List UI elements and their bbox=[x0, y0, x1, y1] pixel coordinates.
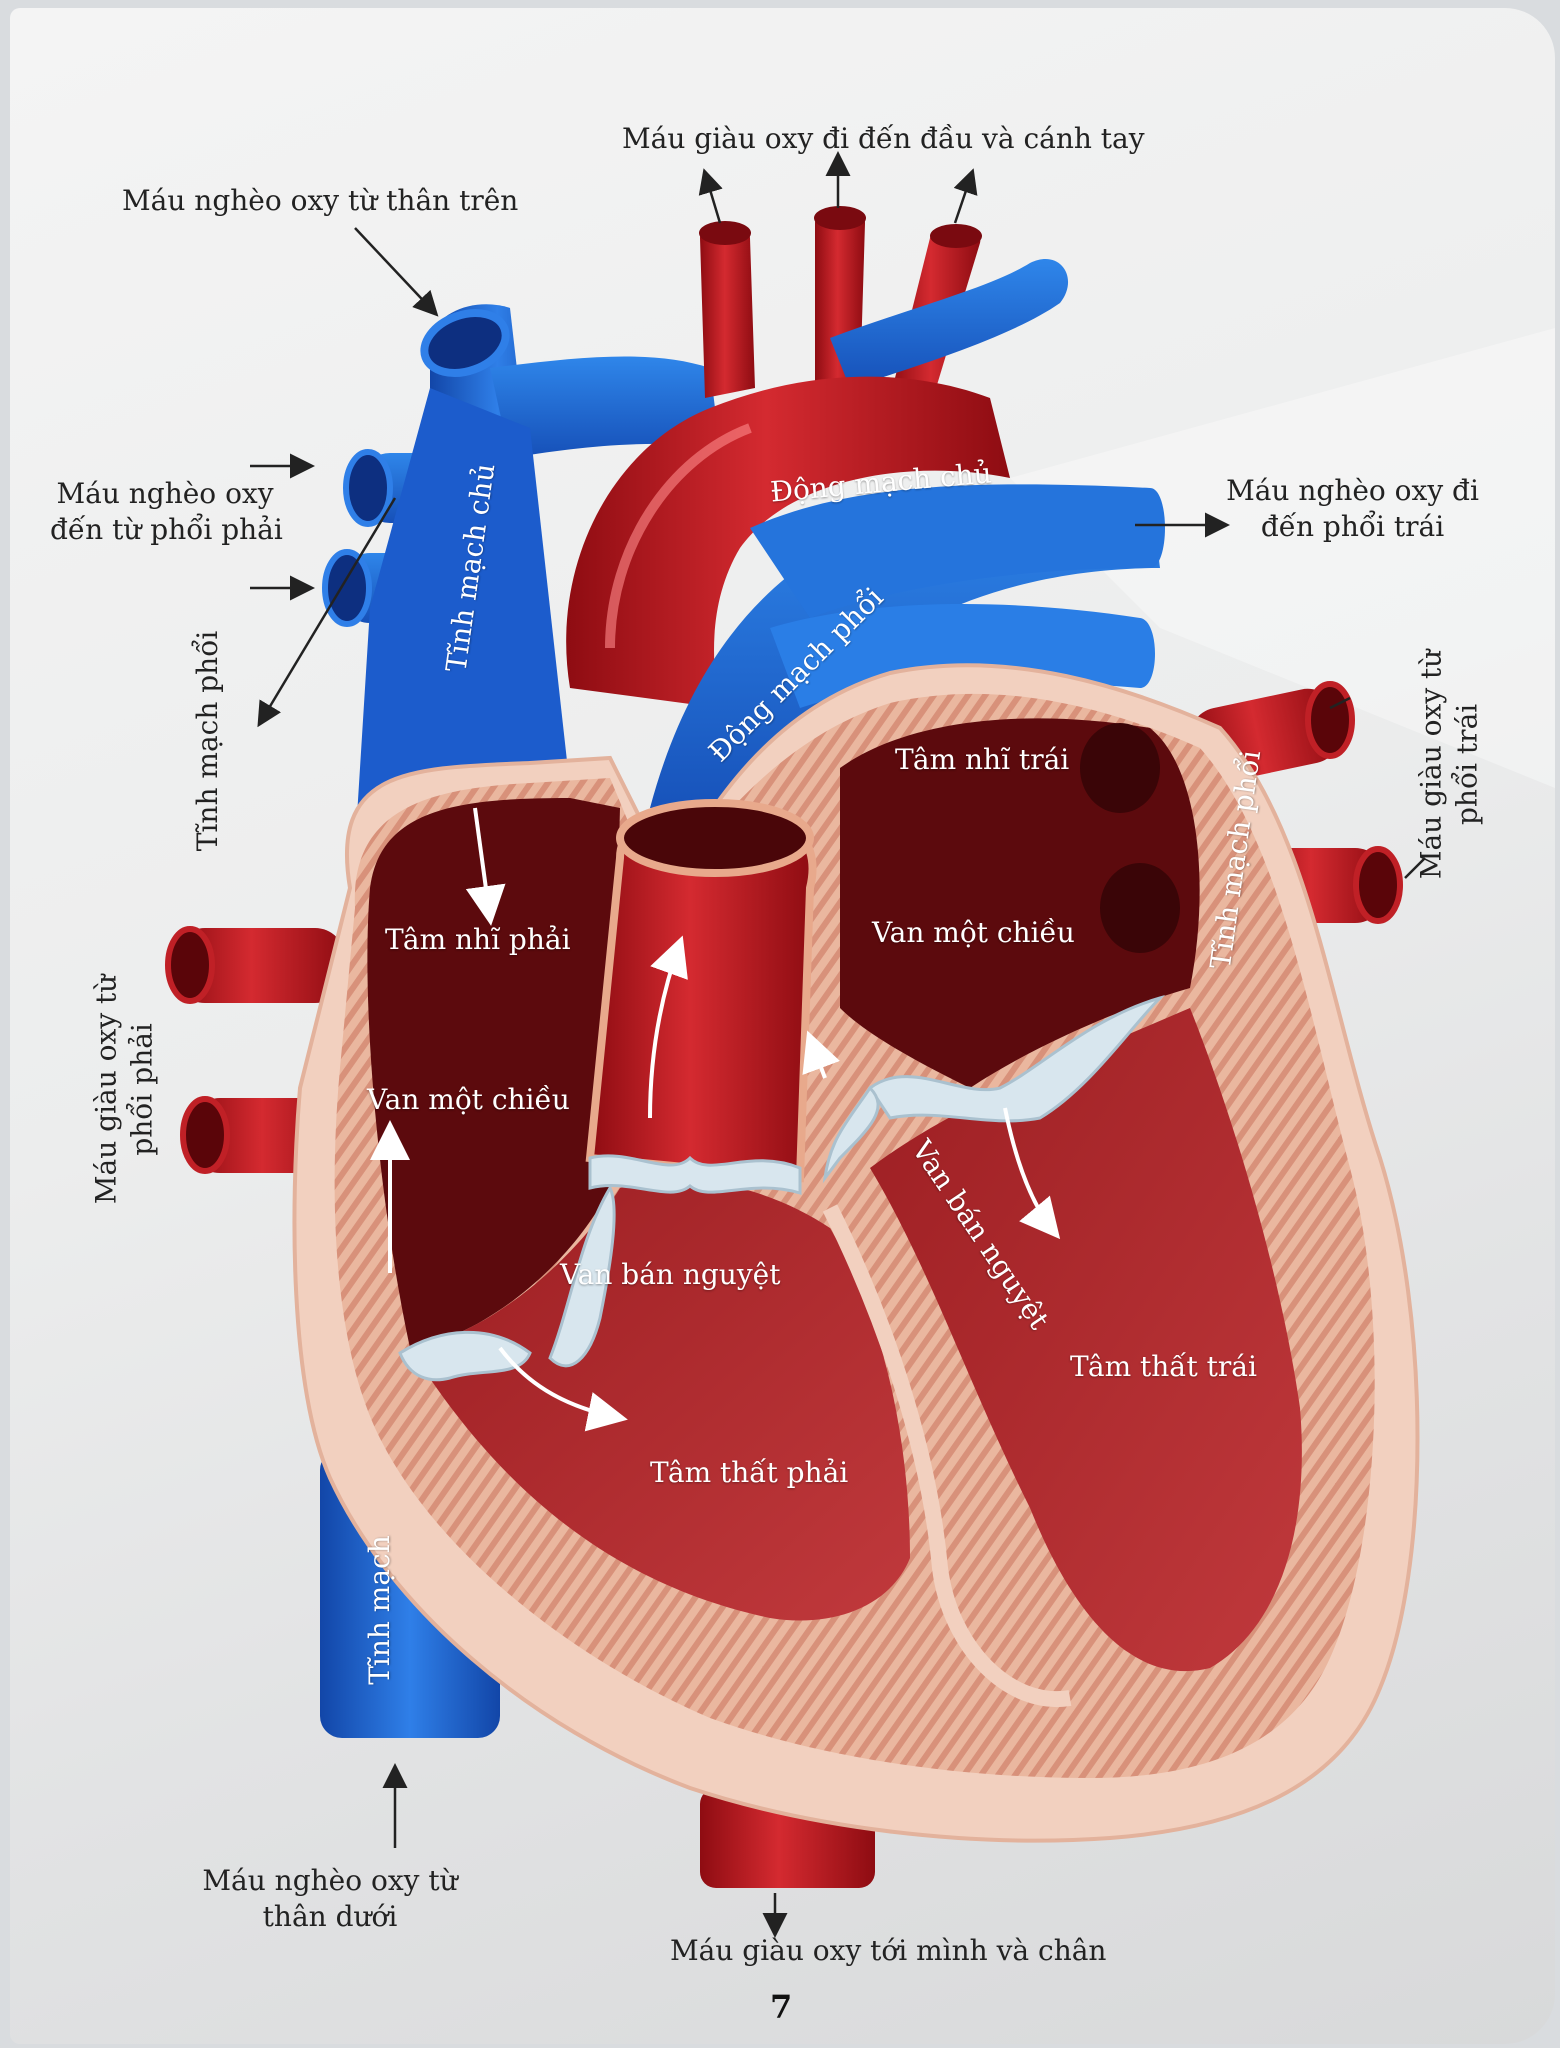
arrow-head-arms-1 bbox=[705, 173, 720, 223]
label-from-lower-body-line1: Máu nghèo oxy từ bbox=[180, 1863, 480, 1899]
label-to-head-arms: Máu giàu oxy đi đến đầu và cánh tay bbox=[622, 121, 1145, 157]
label-to-body-legs: Máu giàu oxy tới mình và chân bbox=[670, 1933, 1106, 1969]
aortic-root-opening bbox=[620, 803, 810, 873]
label-valve-left: Van một chiều bbox=[367, 1083, 570, 1117]
label-inferior-vena-cava: Tĩnh mạch bbox=[363, 1545, 397, 1685]
page: Máu giàu oxy đi đến đầu và cánh tay Máu … bbox=[10, 8, 1555, 2044]
right-lung-vein-upper-opening bbox=[168, 929, 212, 1001]
label-from-right-lung-rich: Máu giàu oxy từ phổi phải bbox=[89, 969, 162, 1209]
label-from-right-lung-poor-line1: Máu nghèo oxy bbox=[50, 476, 280, 512]
valve-aortic bbox=[590, 1156, 800, 1193]
page-number: 7 bbox=[770, 1988, 792, 2026]
left-pulmonary-vein-lower-opening bbox=[1356, 849, 1400, 921]
heart-diagram bbox=[10, 8, 1555, 2044]
label-right-ventricle: Tâm thất phải bbox=[650, 1456, 848, 1490]
label-from-right-lung-rich-line1: Máu giàu oxy từ bbox=[89, 969, 125, 1209]
label-from-left-lung-rich-line2: phổi trái bbox=[1450, 644, 1486, 884]
left-atrium-vein-opening-2 bbox=[1100, 863, 1180, 953]
arrow-upper-body bbox=[355, 228, 435, 313]
label-from-left-lung-rich-line1: Máu giàu oxy từ bbox=[1414, 644, 1450, 884]
label-left-atrium: Tâm nhĩ trái bbox=[895, 743, 1069, 777]
label-left-ventricle: Tâm thất trái bbox=[1070, 1350, 1257, 1384]
label-from-lower-body: Máu nghèo oxy từ thân dưới bbox=[180, 1863, 480, 1936]
aorta-branch-1 bbox=[700, 223, 755, 398]
label-right-atrium: Tâm nhĩ phải bbox=[385, 923, 571, 957]
right-lung-vein-lower-opening bbox=[183, 1099, 227, 1171]
label-from-right-lung-rich-line2: phổi phải bbox=[125, 969, 161, 1209]
label-to-left-lung-poor: Máu nghèo oxy đi đến phổi trái bbox=[1215, 473, 1490, 546]
aorta-branch-1-top bbox=[699, 221, 751, 245]
label-to-left-lung-poor-line1: Máu nghèo oxy đi bbox=[1215, 473, 1490, 509]
label-from-right-lung-poor-line2: đến từ phổi phải bbox=[50, 512, 280, 548]
label-from-left-lung-rich: Máu giàu oxy từ phổi trái bbox=[1414, 644, 1487, 884]
label-from-right-lung-poor: Máu nghèo oxy đến từ phổi phải bbox=[50, 476, 280, 549]
aorta-branch-3-top bbox=[930, 224, 982, 248]
label-to-left-lung-poor-line2: đến phổi trái bbox=[1215, 509, 1490, 545]
right-pulmonary-vein-lower-opening bbox=[325, 552, 369, 624]
label-valve-right: Van một chiều bbox=[872, 916, 1075, 950]
left-atrium-vein-opening-1 bbox=[1080, 723, 1160, 813]
left-pulmonary-vein-upper-opening bbox=[1308, 684, 1352, 756]
arrow-head-arms-3 bbox=[955, 173, 972, 223]
aorta-branch-2-top bbox=[814, 206, 866, 230]
label-semilunar-valve-right: Van bán nguyệt bbox=[560, 1258, 780, 1292]
label-from-upper-body: Máu nghèo oxy từ thân trên bbox=[122, 183, 518, 219]
right-pulmonary-vein-upper-opening bbox=[346, 452, 390, 524]
label-pulmonary-vein-left: Tĩnh mạch phổi bbox=[190, 651, 226, 851]
label-from-lower-body-line2: thân dưới bbox=[180, 1899, 480, 1935]
